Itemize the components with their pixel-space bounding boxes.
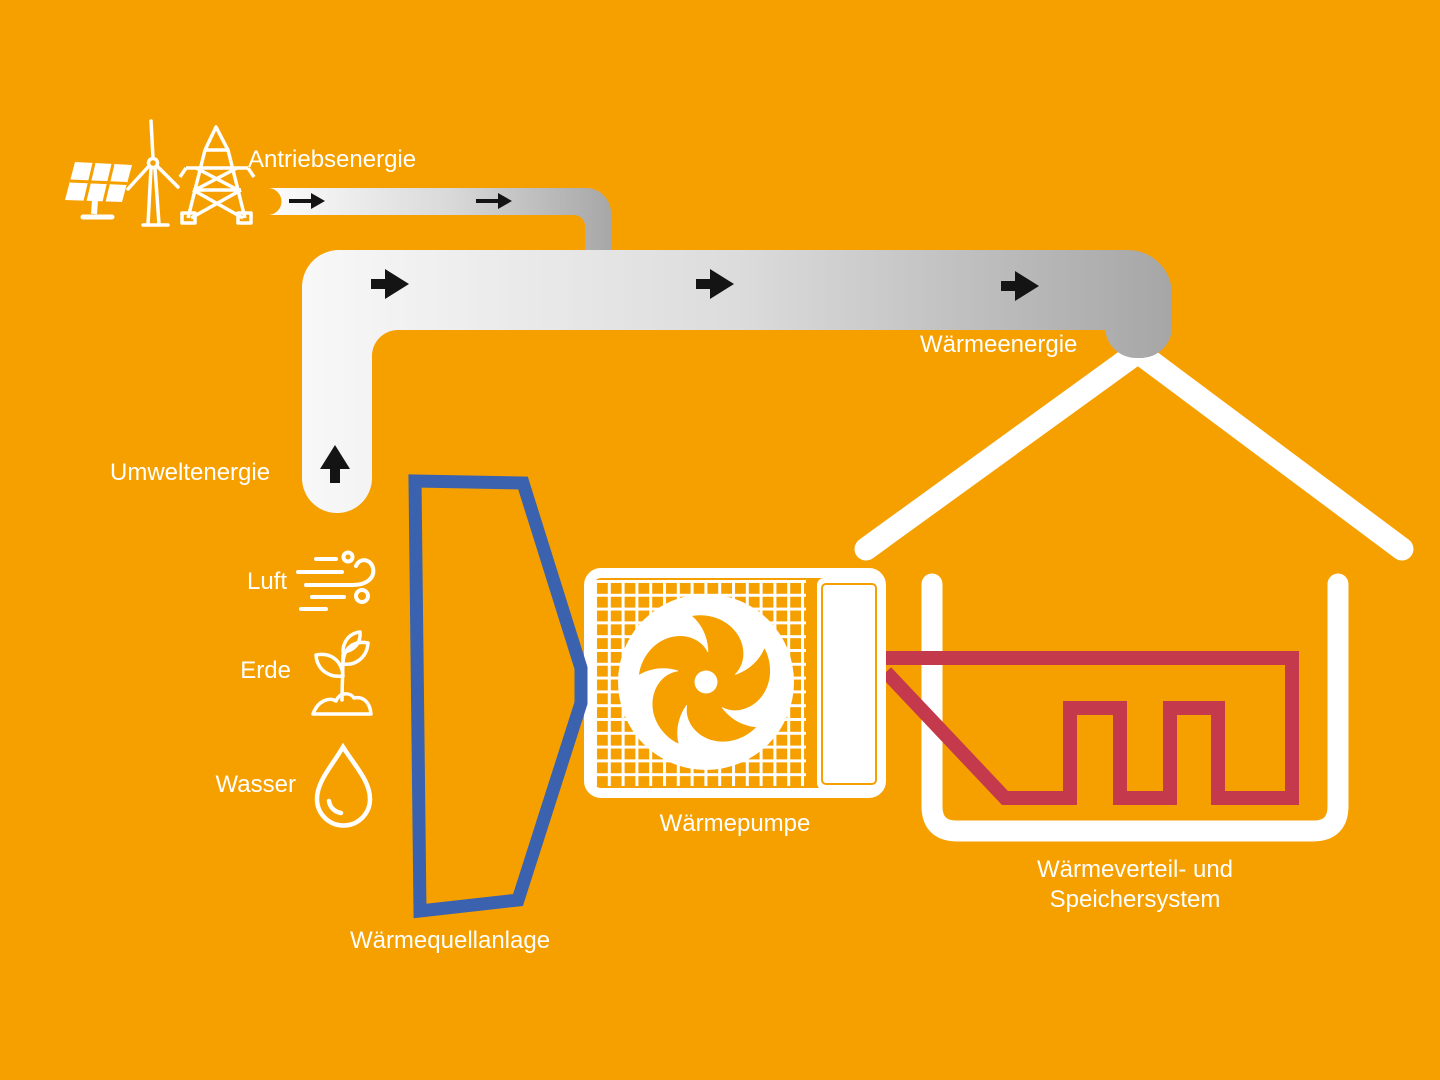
waermeenergie-label: Wärmeenergie: [920, 331, 1078, 358]
right-arrow-icon: [476, 193, 512, 209]
erde-label: Erde: [240, 657, 291, 684]
heat-pump-unit: [584, 568, 886, 798]
right-arrow-icon: [1001, 271, 1039, 301]
heat-collector-icon: [408, 474, 588, 919]
drive-energy-pipe: [268, 188, 611, 260]
up-arrow-icon: [320, 445, 350, 483]
main-energy-pipe: [302, 250, 1172, 513]
heating-coil-icon: [880, 651, 1299, 805]
side-panel: [817, 578, 881, 790]
house-roof: [854, 340, 1414, 561]
luft-label: Luft: [246, 568, 287, 595]
wind-swirl-icon: [296, 550, 376, 611]
waermeverteil-label-line2: Speichersystem: [1049, 886, 1221, 913]
wind-turbine-icon: [126, 119, 180, 227]
right-arrow-icon: [289, 193, 325, 209]
antriebsenergie-label: Antriebsenergie: [248, 146, 417, 173]
waermepumpe-label: Wärmepumpe: [659, 810, 811, 837]
wasser-label: Wasser: [215, 771, 296, 798]
power-pylon-icon: [178, 125, 256, 225]
sprout-icon: [311, 630, 373, 716]
waermequellanlage-label: Wärmequellanlage: [349, 927, 551, 954]
umweltenergie-label: Umweltenergie: [110, 459, 271, 486]
right-arrow-icon: [696, 269, 734, 299]
waermeverteil-label-line1: Wärmeverteil- und: [1036, 856, 1234, 883]
water-drop-icon: [314, 742, 373, 828]
fan-icon: [618, 594, 794, 770]
house-icon: [921, 573, 1349, 842]
right-arrow-icon: [371, 269, 409, 299]
solar-panel-icon: [65, 162, 132, 220]
waermeverteil-label: Wärmeverteil- und Speichersystem: [985, 855, 1285, 915]
